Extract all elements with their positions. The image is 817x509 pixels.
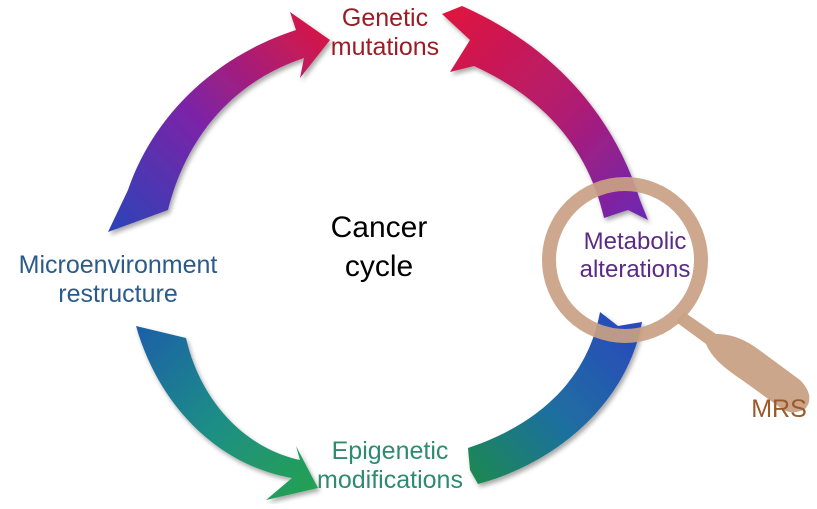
arrow-to-metabolic — [442, 6, 648, 220]
arrow-to-genetic — [108, 12, 330, 232]
genetic-line-1: Genetic — [341, 4, 429, 32]
magnifying-glass-icon — [542, 177, 810, 413]
epigenetic-line-1: Epigenetic — [331, 437, 449, 465]
metabolic-alterations-label: Metabolic alterations — [555, 228, 715, 283]
center-line-1: Cancer — [330, 211, 428, 244]
mrs-text: MRS — [751, 395, 807, 423]
metabolic-line-1: Metabolic — [583, 228, 687, 255]
micro-line-1: Microenvironment — [18, 251, 218, 279]
cancer-cycle-center-label: Cancer cycle — [318, 208, 440, 286]
arrow-to-microenvironment — [136, 326, 318, 500]
micro-line-2: restructure — [58, 279, 178, 308]
arrow-to-epigenetic — [468, 312, 642, 484]
genetic-line-2: mutations — [330, 32, 440, 61]
microenvironment-restructure-label: Microenvironment restructure — [0, 251, 236, 309]
genetic-mutations-label: Genetic mutations — [300, 4, 470, 62]
epigenetic-modifications-label: Epigenetic modifications — [295, 437, 485, 495]
metabolic-line-2: alterations — [579, 255, 691, 283]
epigenetic-line-2: modifications — [317, 465, 463, 494]
center-line-2: cycle — [344, 250, 414, 283]
mrs-label: MRS — [744, 395, 814, 424]
